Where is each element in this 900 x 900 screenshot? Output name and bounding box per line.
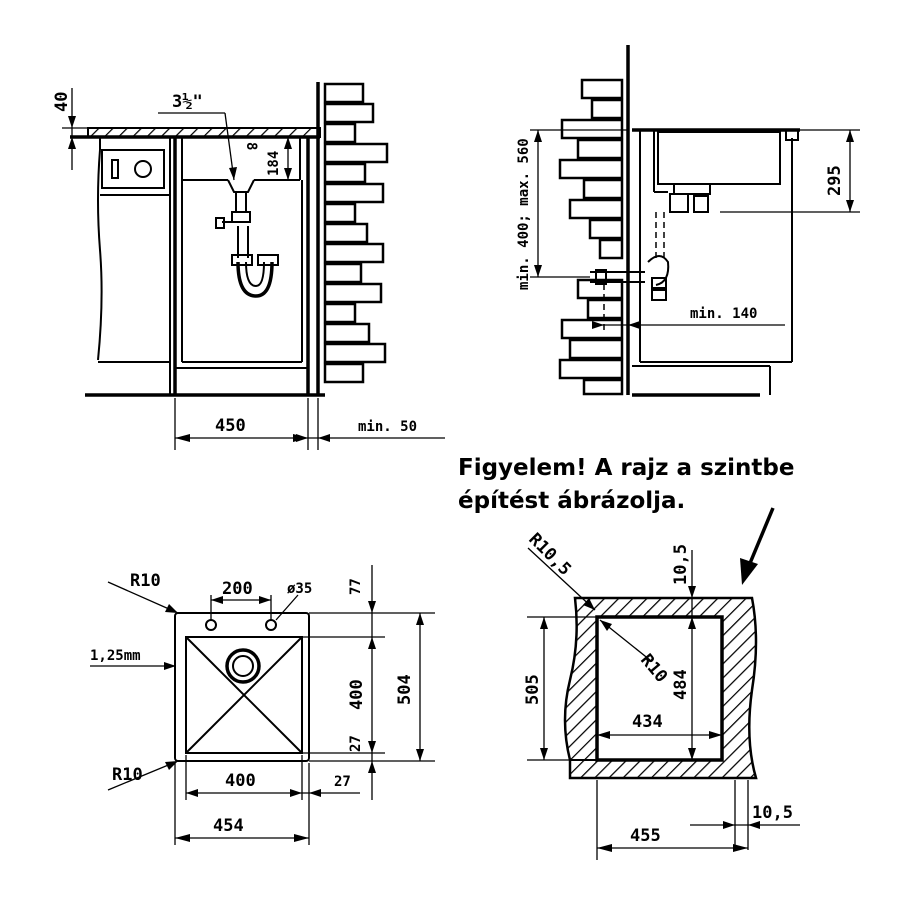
dim-40-label: 40 <box>52 92 72 112</box>
flush-mount-note: Figyelem! A rajz a szintbe építést ábráz… <box>458 455 794 585</box>
dim-27-h-label: 27 <box>334 774 351 790</box>
dimension-min50: min. 50 <box>296 398 445 450</box>
dim-min50-label: min. 50 <box>358 419 417 435</box>
adjacent-cabinet <box>97 137 171 395</box>
dim-d35-label: ø35 <box>287 581 312 597</box>
dim-504-label: 504 <box>395 674 415 705</box>
dimension-40: 40 <box>52 88 88 170</box>
drain-hole-icon <box>225 648 261 684</box>
dim-200-label: 200 <box>222 579 253 599</box>
dim-min140-label: min. 140 <box>690 306 757 322</box>
dim-pipe-label: 3½" <box>172 92 203 112</box>
dim-454-label: 454 <box>213 816 244 836</box>
dim-400-v-label: 400 <box>347 679 367 710</box>
dim-484-label: 484 <box>671 669 691 700</box>
dim-77-label: 77 <box>348 578 364 595</box>
dimension-min140: min. 140 <box>592 306 785 329</box>
dim-505-label: 505 <box>523 674 543 705</box>
dim-295-label: 295 <box>825 165 845 196</box>
countertop-section <box>563 596 758 780</box>
dim-27-v-label: 27 <box>348 735 364 752</box>
brick-wall-left <box>316 82 389 395</box>
dimension-min400-max560: min. 400; max. 560 <box>516 129 628 290</box>
dim-R10-top-label: R10 <box>130 571 161 591</box>
dim-10-5-top-label: 10,5 <box>671 544 691 585</box>
dimension-450: 450 <box>174 398 309 450</box>
dim-400-h-label: 400 <box>225 771 256 791</box>
drain-icon <box>590 183 711 330</box>
note-line-2: építést ábrázolja. <box>458 488 685 514</box>
side-view: 40 3½" 8 184 450 <box>52 82 445 450</box>
dim-434-label: 434 <box>632 712 663 732</box>
note-arrow-icon <box>740 558 758 585</box>
dim-450-label: 450 <box>215 416 246 436</box>
sink-cabinet <box>173 137 310 395</box>
note-line-1: Figyelem! A rajz a szintbe <box>458 455 794 481</box>
wall-view: min. 400; max. 560 295 min. 140 <box>516 45 860 397</box>
dim-thickness-label: 1,25mm <box>90 648 141 664</box>
cutout-view: R10,5 10,5 R10 505 484 434 10,5 <box>523 529 800 860</box>
sink-top-view: R10 200 ø35 1,25mm R10 77 400 27 <box>90 565 435 845</box>
dim-455-label: 455 <box>630 826 661 846</box>
dim-R10-label: R10 <box>636 650 671 686</box>
dim-8-label: 8 <box>243 142 259 150</box>
dim-R10-bottom-label: R10 <box>112 765 143 785</box>
dimension-184: 184 <box>266 137 292 180</box>
siphon-icon <box>215 179 279 298</box>
dim-min400-max560-label: min. 400; max. 560 <box>516 138 532 290</box>
tap-hole-left-icon <box>205 619 217 631</box>
dim-184-label: 184 <box>266 151 282 176</box>
brick-wall-right <box>558 45 630 396</box>
tap-hole-right-icon <box>265 619 277 631</box>
dimension-pipe: 3½" <box>158 92 237 181</box>
oven-knob-icon <box>134 160 152 178</box>
dim-10-5-right-label: 10,5 <box>752 803 793 823</box>
dimension-295: 295 <box>720 129 860 213</box>
dim-R10-5-label: R10,5 <box>524 529 574 579</box>
